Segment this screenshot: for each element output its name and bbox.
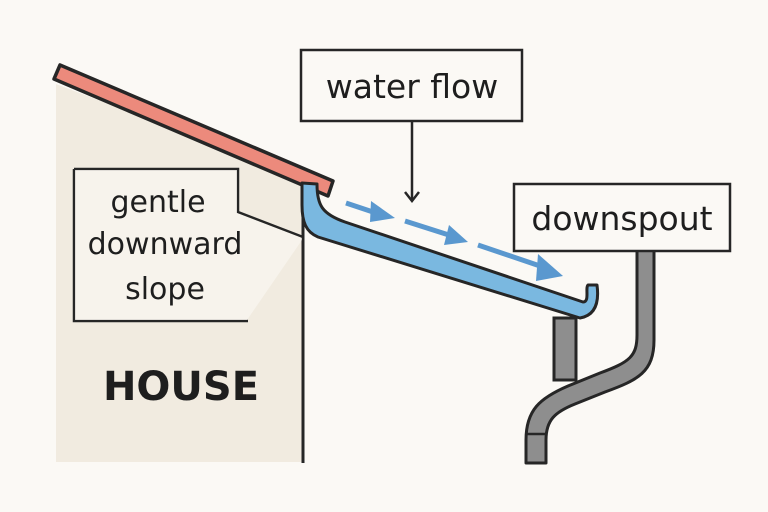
slope-label-line-2: downward — [88, 227, 243, 262]
water-flow-label: water flow — [326, 67, 498, 106]
flow-arrow-2 — [404, 218, 468, 245]
downspout-label: downspout — [531, 199, 712, 238]
slope-label-line-1: gentle — [110, 185, 205, 220]
water-flow-pointer-head — [404, 191, 420, 204]
flow-arrow-3 — [477, 242, 563, 281]
downspout-label-box — [512, 182, 732, 253]
house-label: HOUSE — [103, 364, 259, 410]
roof — [52, 63, 335, 198]
slope-label-line-3: slope — [125, 272, 205, 307]
slope-label-box — [72, 167, 304, 323]
flow-arrow-1 — [345, 200, 395, 222]
downspout-connector — [552, 316, 578, 382]
gutter — [300, 181, 600, 320]
downspout — [524, 248, 656, 465]
slope-label-fill — [75, 170, 302, 320]
water-flow-label-box — [299, 48, 524, 123]
